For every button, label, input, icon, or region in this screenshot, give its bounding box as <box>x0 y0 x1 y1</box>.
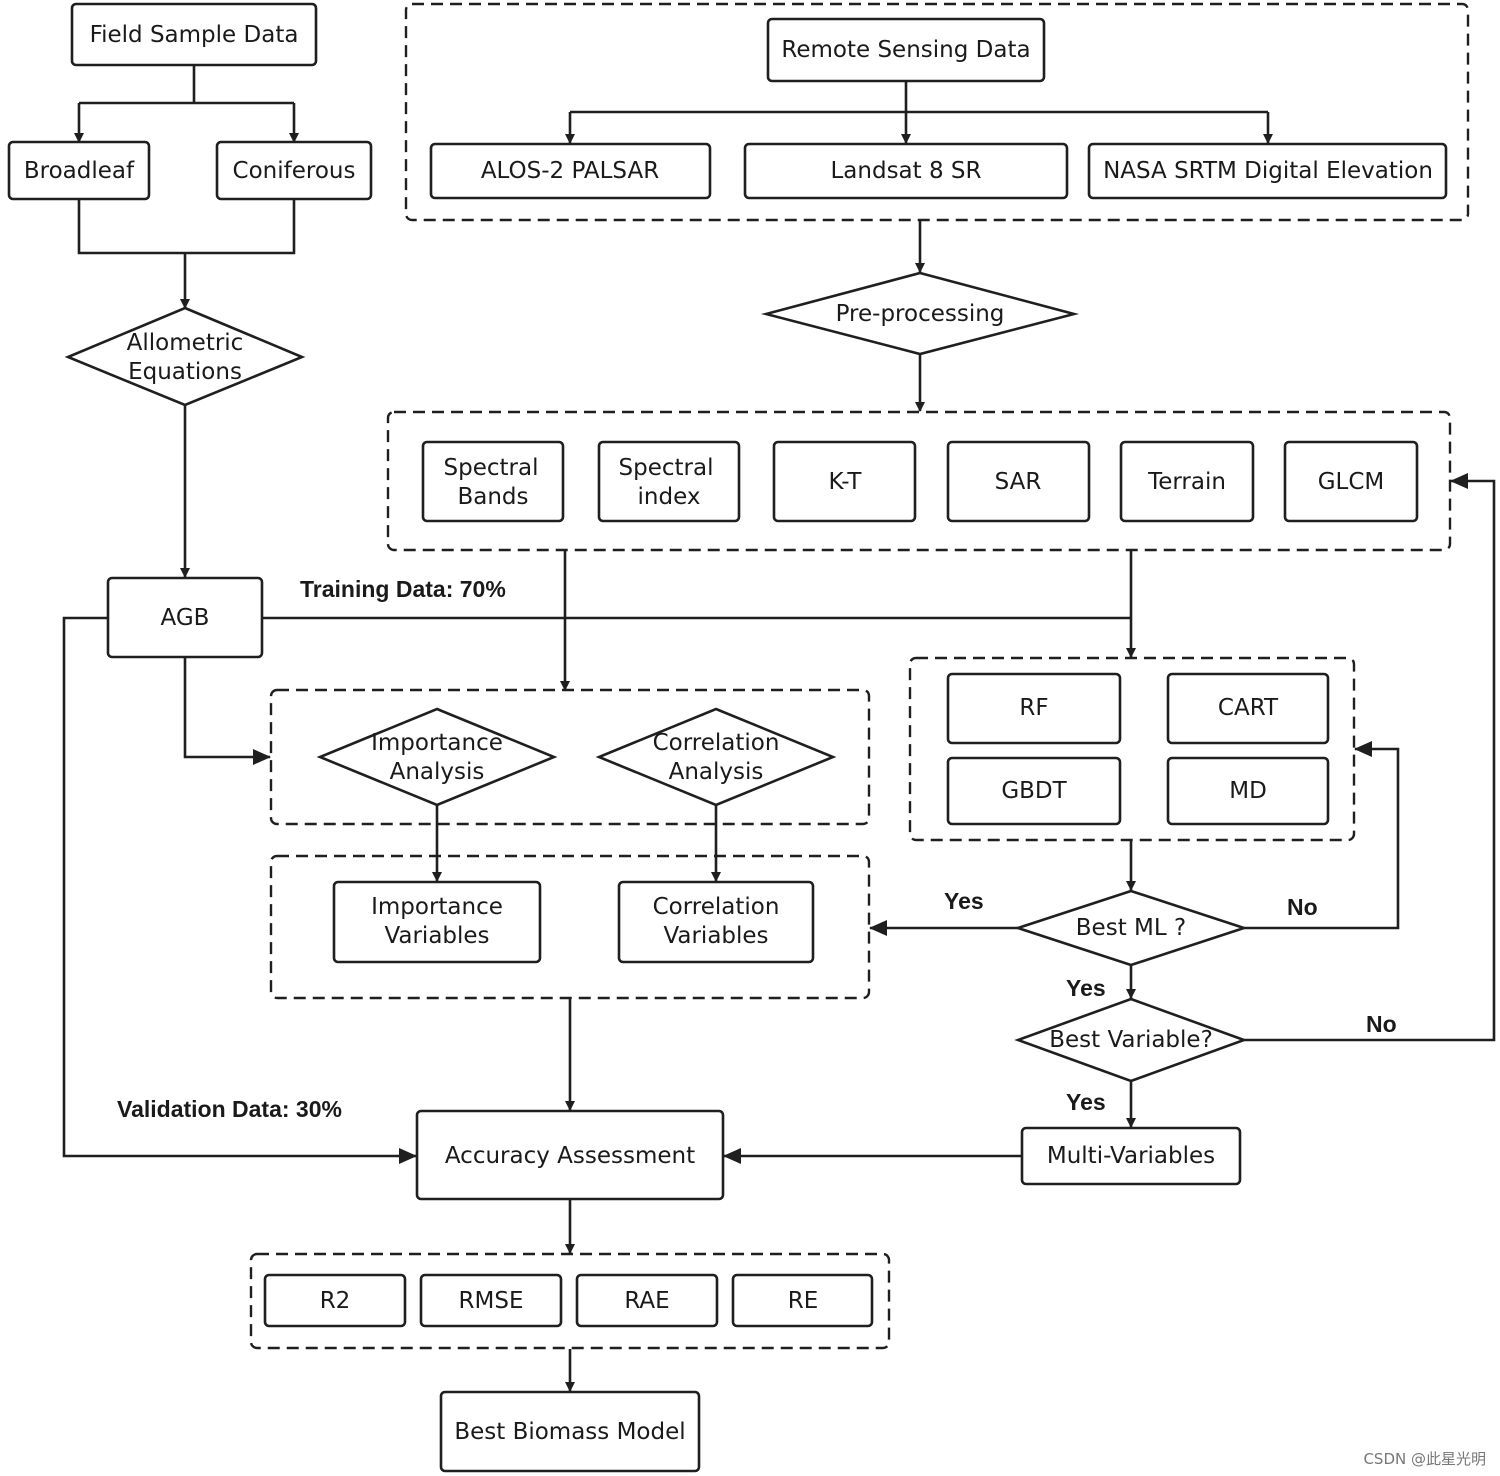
yes-label-best-ml-left: Yes <box>944 888 984 914</box>
gbdt-box <box>946 756 1122 826</box>
md-box <box>1166 756 1330 826</box>
yes-label-best-ml-down: Yes <box>1066 975 1106 1001</box>
correlation-variables-box <box>617 880 815 964</box>
alos2-palsar-box <box>429 142 712 200</box>
multi-variables-label: Multi-Variables <box>1047 1143 1215 1169</box>
arrow-no-to-ml-group <box>1244 741 1400 930</box>
r2-label: R2 <box>320 1288 351 1314</box>
no-label-best-ml: No <box>1287 894 1318 920</box>
glcm-label: GLCM <box>1318 469 1385 495</box>
allometric-equations-line1: Allometric <box>127 330 244 356</box>
coniferous-box <box>215 140 373 201</box>
pre-processing-label: Pre-processing <box>836 301 1005 327</box>
correlation-variables-line2: Variables <box>663 923 768 949</box>
watermark-text: CSDN @此星光明 <box>1363 1450 1486 1468</box>
spectral-bands-line2: Bands <box>457 484 528 510</box>
sar-label: SAR <box>995 469 1042 495</box>
spectral-index-line1: Spectral <box>619 455 714 481</box>
best-ml-label: Best ML ? <box>1076 915 1186 941</box>
validation-data-label: Validation Data: 30% <box>117 1096 342 1122</box>
correlation-analysis-diamond <box>595 707 837 807</box>
importance-analysis-line1: Importance <box>371 730 503 756</box>
correlation-analysis-line1: Correlation <box>653 730 780 756</box>
remote-sensing-data-box <box>766 17 1046 83</box>
terrain-box <box>1119 440 1255 523</box>
r2-box <box>263 1273 407 1328</box>
accuracy-assessment-label: Accuracy Assessment <box>445 1143 695 1169</box>
importance-variables-box <box>332 880 542 964</box>
broadleaf-box <box>7 140 151 201</box>
field-sample-data-label: Field Sample Data <box>90 22 299 48</box>
validation-data-line <box>62 616 417 1164</box>
sar-box <box>946 440 1091 523</box>
connector <box>77 199 296 255</box>
multi-variables-box <box>1020 1126 1242 1186</box>
arrow-agb-to-analysis <box>183 658 271 765</box>
pre-processing-diamond <box>760 271 1080 356</box>
field-sample-data-box <box>70 2 318 67</box>
importance-variables-line1: Importance <box>371 894 503 920</box>
remote-sensing-data-label: Remote Sensing Data <box>781 37 1030 63</box>
allometric-equations-diamond <box>64 306 306 407</box>
remote-sensing-group <box>404 2 1470 222</box>
best-variable-diamond <box>1014 997 1248 1083</box>
analysis-group <box>269 688 871 826</box>
yes-label-best-variable: Yes <box>1066 1089 1106 1115</box>
rf-label: RF <box>1019 695 1048 721</box>
rf-box <box>946 672 1122 745</box>
rmse-box <box>419 1273 563 1328</box>
agb-box <box>106 576 264 659</box>
kt-label: K-T <box>829 469 863 495</box>
training-data-label: Training Data: 70% <box>300 576 506 602</box>
spectral-bands-line1: Spectral <box>444 455 539 481</box>
re-box <box>731 1273 874 1328</box>
spectral-index-box <box>597 440 741 523</box>
ml-models-group <box>908 656 1356 842</box>
cart-box <box>1166 672 1330 745</box>
cart-label: CART <box>1218 695 1279 721</box>
re-label: RE <box>788 1288 819 1314</box>
best-variable-label: Best Variable? <box>1049 1027 1213 1053</box>
kt-box <box>772 440 917 523</box>
nasa-srtm-box <box>1087 142 1448 200</box>
glcm-box <box>1283 440 1419 523</box>
importance-variables-line2: Variables <box>384 923 489 949</box>
broadleaf-label: Broadleaf <box>24 158 135 184</box>
alos2-palsar-label: ALOS-2 PALSAR <box>481 158 659 184</box>
variables-group <box>269 854 871 1000</box>
spectral-index-line2: index <box>638 484 701 510</box>
rmse-label: RMSE <box>459 1288 524 1314</box>
rae-label: RAE <box>624 1288 669 1314</box>
importance-analysis-diamond <box>316 707 558 807</box>
rae-box <box>575 1273 719 1328</box>
landsat8-sr-label: Landsat 8 SR <box>830 158 981 184</box>
no-label-best-variable: No <box>1366 1011 1397 1037</box>
allometric-equations-line2: Equations <box>128 359 242 385</box>
terrain-label: Terrain <box>1147 469 1226 495</box>
accuracy-assessment-box <box>415 1109 725 1201</box>
arrow-no-to-features <box>1244 473 1496 1042</box>
gbdt-label: GBDT <box>1001 778 1067 804</box>
correlation-variables-line1: Correlation <box>653 894 780 920</box>
coniferous-label: Coniferous <box>233 158 356 184</box>
importance-analysis-line2: Analysis <box>390 759 485 785</box>
md-label: MD <box>1229 778 1267 804</box>
correlation-analysis-line2: Analysis <box>669 759 764 785</box>
metrics-group <box>249 1252 891 1350</box>
best-ml-diamond <box>1013 889 1249 967</box>
best-biomass-model-label: Best Biomass Model <box>454 1419 685 1445</box>
spectral-bands-box <box>421 440 565 523</box>
best-biomass-model-box <box>439 1390 701 1473</box>
landsat8-sr-box <box>743 142 1069 200</box>
nasa-srtm-label: NASA SRTM Digital Elevation <box>1103 158 1433 184</box>
agb-label: AGB <box>161 605 210 631</box>
